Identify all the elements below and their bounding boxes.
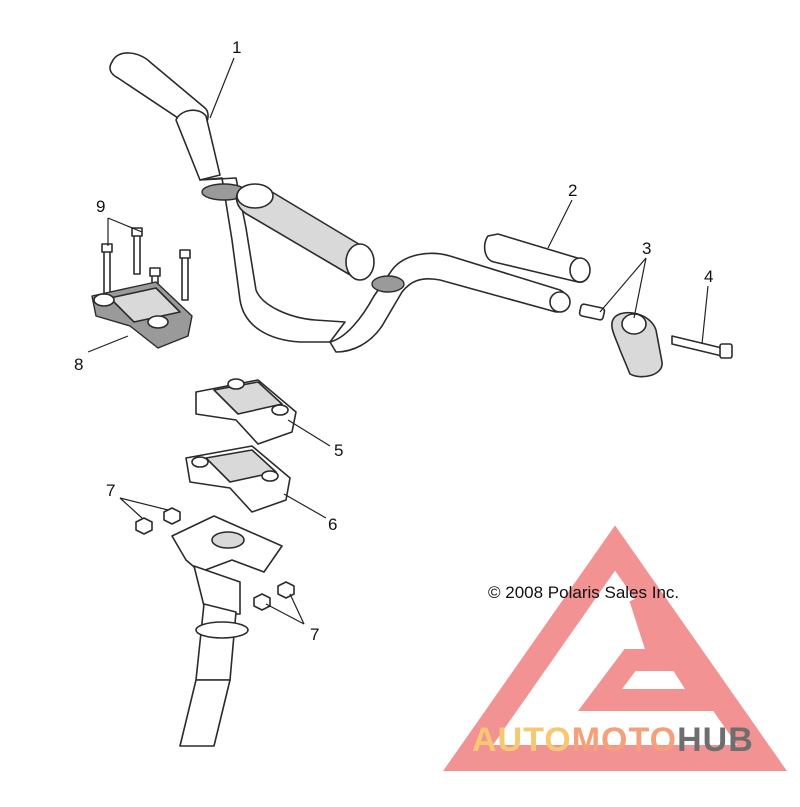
- logo-wordmark: AUTOMOTOHUB: [472, 721, 754, 759]
- callout-4: 4: [704, 267, 713, 286]
- automotohub-logo: [443, 525, 787, 771]
- callout-2: 2: [568, 181, 577, 200]
- logo-word-hub: HUB: [677, 721, 754, 759]
- grip-part-2: [483, 233, 591, 283]
- callout-8: 8: [74, 355, 83, 374]
- callout-9: 9: [96, 197, 105, 216]
- callout-7-left: 7: [106, 481, 115, 500]
- callout-6: 6: [328, 515, 337, 534]
- callout-3: 3: [642, 239, 651, 258]
- callout-1: 1: [232, 38, 241, 57]
- lower-riser-part-6: [185, 445, 291, 513]
- bolt-part-4: [671, 335, 733, 359]
- copyright-notice: © 2008 Polaris Sales Inc.: [488, 583, 679, 602]
- handlebar-part-1: [109, 52, 571, 353]
- throttle-part-3: [578, 303, 663, 378]
- logo-word-moto: MOTO: [572, 721, 677, 759]
- riser-clamp-part-5: [195, 378, 297, 445]
- logo-word-auto: AUTO: [472, 721, 572, 759]
- leader-lines: [87, 57, 709, 625]
- steering-post: [171, 515, 283, 747]
- nuts-part-7: [135, 507, 295, 611]
- callout-5: 5: [334, 441, 343, 460]
- upper-clamp-part-8: [91, 281, 193, 349]
- callout-7-right: 7: [310, 625, 319, 644]
